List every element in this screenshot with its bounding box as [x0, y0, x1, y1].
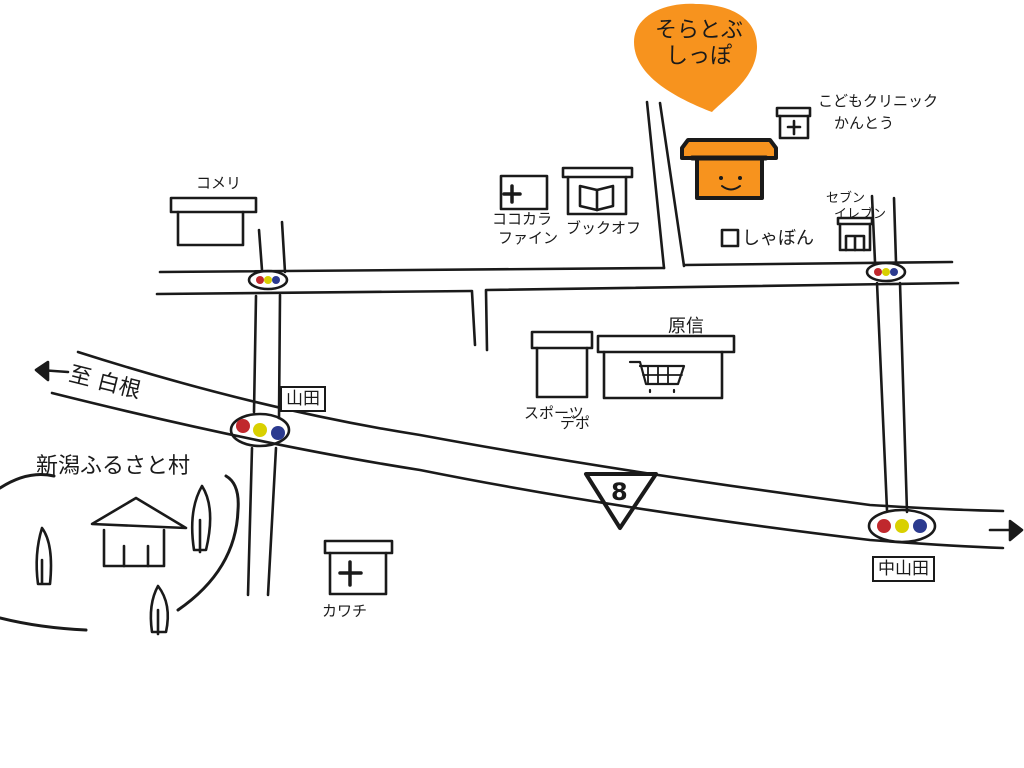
store-bookoff: [561, 166, 634, 216]
route8-north-edge: [76, 350, 1005, 513]
label-furusato-mura: 新潟ふるさと村: [36, 454, 191, 479]
shop-pin: [634, 3, 758, 112]
label-seven-line1: セブン: [826, 191, 866, 206]
store-kawachi: [323, 539, 394, 596]
label-kodomo-clinic-line1: こどもクリニック: [818, 92, 939, 110]
west-arrow-head: [34, 360, 50, 382]
furusato-mura: [0, 473, 240, 636]
west-road: [246, 220, 287, 597]
label-bookoff: ブックオフ: [566, 219, 642, 237]
signal-upper-east: [865, 261, 907, 283]
label-sports-line2: デポ: [560, 414, 591, 432]
shop-building: [680, 138, 778, 200]
shop-name-line1: そらとぶ: [654, 18, 743, 43]
clinic-kodomo: [775, 106, 812, 140]
sign-nakayamada: 中山田: [872, 556, 935, 582]
route8-number: 8: [611, 478, 628, 506]
signal-upper-west: [247, 269, 289, 291]
label-sports-line1: スポーツ: [524, 404, 584, 422]
store-harashin: [596, 334, 736, 400]
side-road: [470, 289, 489, 352]
label-kokokara-line1: ココカラ: [492, 210, 553, 228]
label-shabon: しゃぼん: [742, 228, 814, 249]
upper-road-south-edge: [155, 281, 960, 296]
label-kodomo-clinic-line2: かんとう: [834, 114, 895, 132]
label-seven-line2: イレブン: [834, 207, 887, 222]
label-kokokara-line2: ファイン: [498, 229, 559, 247]
signal-yamada: [229, 412, 291, 448]
store-sports-depo: [530, 330, 594, 399]
north-road: [645, 100, 686, 270]
route8-shield: [584, 472, 658, 530]
signal-nakayamada: [867, 508, 937, 544]
east-road: [870, 194, 909, 514]
store-seven: [836, 216, 874, 252]
shop-name-line2: しっぽ: [665, 44, 732, 69]
east-arrow-head: [1008, 519, 1024, 542]
store-shabon-icon: [720, 228, 740, 248]
store-komeri: [169, 196, 258, 247]
shop-name: そらとぶ しっぽ: [644, 18, 754, 70]
label-kawachi: カワチ: [322, 602, 368, 620]
upper-road-north-edge: [158, 260, 954, 274]
label-komeri: コメリ: [196, 174, 242, 192]
label-harashin: 原信: [668, 316, 704, 337]
sign-yamada: 山田: [280, 386, 326, 412]
store-kokokara: [499, 174, 549, 211]
